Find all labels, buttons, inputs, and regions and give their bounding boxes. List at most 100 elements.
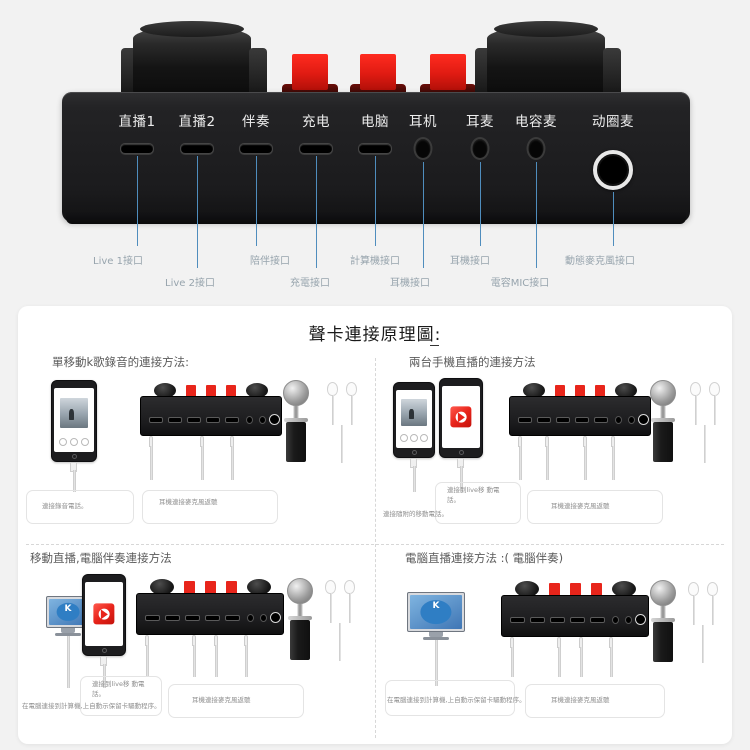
port-label-5: 电脑	[361, 114, 389, 130]
mini-fader-4	[555, 385, 565, 398]
mic-ring	[284, 418, 308, 422]
card-cable-2	[201, 446, 204, 480]
leader-line-2	[197, 156, 198, 268]
fader-cap-1[interactable]	[292, 54, 328, 90]
port-jack-6[interactable]	[413, 137, 433, 160]
port-usb-3[interactable]	[239, 143, 273, 154]
monitor-base-2	[423, 637, 449, 640]
leader-line-3	[256, 156, 257, 246]
home-button-icon	[71, 454, 77, 459]
mic-capsule-icon	[283, 380, 309, 406]
mini-sound-card	[140, 396, 282, 436]
mic-capsule-icon-3	[287, 578, 313, 604]
quadrant-two-phones-live: 兩台手機直播的連接方法	[375, 354, 732, 544]
port-usb-4[interactable]	[299, 143, 333, 154]
mini-fader-7	[184, 581, 195, 595]
mini-knob-right-4	[612, 581, 636, 597]
port-usb-5[interactable]	[358, 143, 392, 154]
port-callout-8: 電容MIC接口	[490, 278, 550, 289]
mic-ring-4	[651, 618, 675, 622]
mini-usb-20	[590, 617, 605, 623]
mini-usb-14	[205, 615, 220, 621]
note-box-7	[385, 680, 515, 716]
mini-jack-2	[259, 416, 266, 424]
music-controls	[58, 437, 90, 446]
phone-music-2	[393, 382, 435, 458]
mini-jack-8	[625, 616, 632, 624]
quadrant-title-3: 移動直播,電腦伴奏連接方法	[30, 551, 172, 565]
fader-cap-3[interactable]	[430, 54, 466, 90]
port-jack-8[interactable]	[526, 137, 546, 160]
port-big-jack-9[interactable]	[593, 150, 633, 190]
leader-line-7	[480, 162, 481, 246]
mic-neck-3	[297, 604, 303, 616]
condenser-microphone-2	[643, 380, 683, 464]
quadrant-mobile-live-pc-accompaniment: 移動直播,電腦伴奏連接方法 K	[18, 550, 375, 740]
card3-cable-3	[215, 645, 218, 677]
title-underline	[430, 345, 439, 346]
volume-knob-left[interactable]	[133, 21, 251, 96]
mini-usb-15	[225, 615, 240, 621]
phone3-cable	[459, 466, 463, 492]
top-controls	[0, 0, 750, 96]
port-label-7: 耳麦	[466, 114, 494, 130]
port-callout-9: 動態麥克風接口	[565, 256, 635, 267]
mini-usb-11	[145, 615, 160, 621]
earbud-wire-left-3	[330, 593, 332, 623]
phone-screen	[54, 388, 94, 452]
mini-usb-12	[165, 615, 180, 621]
mini-usb-17	[530, 617, 545, 623]
mini-jack-4	[628, 416, 635, 424]
card2-cable-2	[546, 446, 549, 480]
mic-body-3	[290, 620, 310, 660]
mic-neck-2	[660, 406, 666, 418]
vertical-divider	[375, 358, 376, 738]
mini-usb-3	[187, 417, 201, 423]
mini-big-jack-2	[638, 414, 649, 425]
earbud-wire-main-4	[702, 625, 704, 663]
device-base	[66, 212, 686, 224]
note-box-6	[168, 684, 304, 718]
quadrant-mobile-karaoke: 單移動k歌錄音的連接方法:	[18, 354, 375, 544]
home-button-icon-2	[411, 450, 417, 455]
earbud-wire-main	[341, 425, 343, 463]
fader-cap-2[interactable]	[360, 54, 396, 90]
port-callout-4: 充電接口	[290, 278, 330, 289]
karaoke-app-icon-2: K	[420, 600, 452, 624]
card4-cable-4	[610, 647, 613, 677]
leader-line-8	[536, 162, 537, 268]
volume-knob-right[interactable]	[487, 21, 605, 96]
mini-usb-10	[594, 417, 608, 423]
mini-usb-16	[510, 617, 525, 623]
karaoke-app-icon: K	[56, 602, 80, 622]
earbud-right-icon	[346, 382, 357, 396]
mic-body-4	[653, 622, 673, 662]
port-callout-6: 耳機接口	[390, 278, 430, 289]
mic-capsule-icon-4	[650, 580, 676, 606]
phone-live-app-2	[82, 574, 126, 656]
card2-cable-1	[519, 446, 522, 480]
mini-knob-right-2	[615, 383, 637, 398]
phone-screen-2	[396, 390, 432, 448]
mini-jack-5	[247, 614, 254, 622]
mini-usb-19	[570, 617, 585, 623]
album-art-2	[401, 399, 427, 426]
mini-fader-3	[226, 385, 236, 398]
home-button-icon-4	[101, 648, 107, 653]
mini-big-jack-3	[270, 612, 281, 623]
card3-cable-1	[146, 645, 149, 677]
mini-fader-10	[549, 583, 560, 597]
port-usb-2[interactable]	[180, 143, 214, 154]
earbud-right-icon-4	[707, 582, 718, 596]
mini-jack-7	[612, 616, 619, 624]
mini-usb-4	[206, 417, 220, 423]
mini-fader-12	[591, 583, 602, 597]
phone-screen-4	[85, 582, 123, 646]
mini-big-jack	[269, 414, 280, 425]
earphones	[324, 382, 364, 466]
monitor-base	[55, 633, 81, 636]
port-usb-1[interactable]	[120, 143, 154, 154]
port-callout-7: 耳機接口	[450, 256, 490, 267]
port-jack-7[interactable]	[470, 137, 490, 160]
monitor-cable	[67, 636, 70, 688]
